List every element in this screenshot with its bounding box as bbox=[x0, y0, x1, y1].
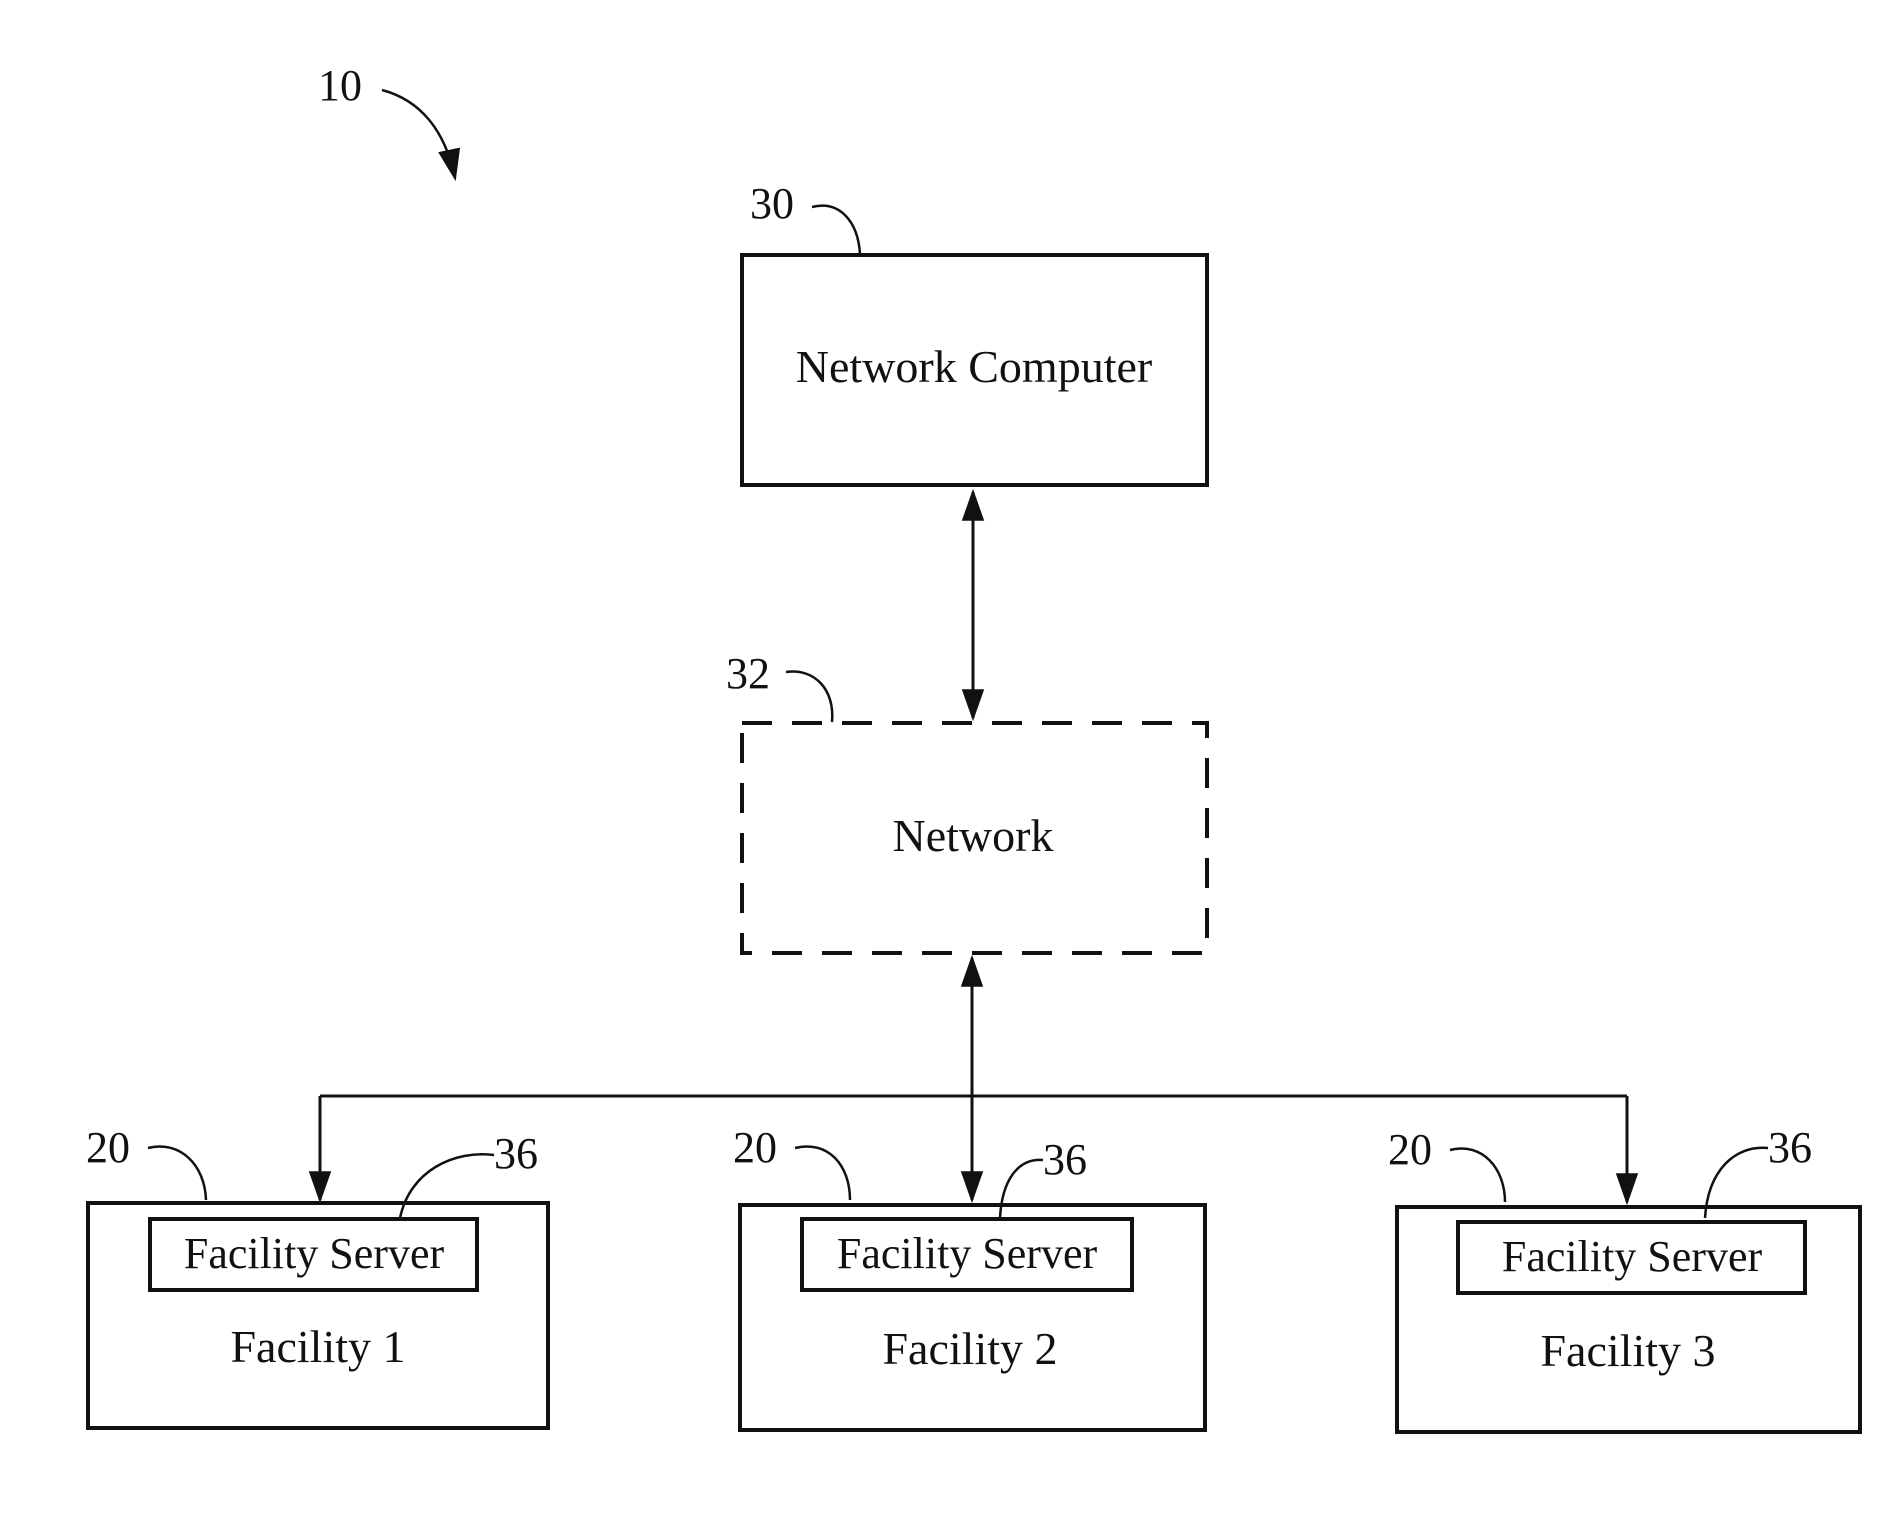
facility-3-leader bbox=[1450, 1149, 1505, 1202]
facility-1-label: Facility 1 bbox=[230, 1321, 405, 1372]
facility-2-server-ref: 36 bbox=[1043, 1135, 1087, 1184]
facility-3: 20 36 Facility Server Facility 3 bbox=[1388, 1123, 1860, 1432]
facility-3-server-ref: 36 bbox=[1768, 1123, 1812, 1172]
network-label: Network bbox=[893, 810, 1054, 861]
network-ref: 32 bbox=[726, 649, 770, 698]
facility-1-leader bbox=[148, 1147, 206, 1200]
network-computer-ref: 30 bbox=[750, 179, 794, 228]
facility-2-server-label: Facility Server bbox=[837, 1229, 1098, 1278]
facility-3-label: Facility 3 bbox=[1540, 1325, 1715, 1376]
facility-1: 20 36 Facility Server Facility 1 bbox=[86, 1123, 548, 1428]
facility-1-server-label: Facility Server bbox=[184, 1229, 445, 1278]
network-computer-leader bbox=[812, 206, 860, 254]
facility-2-server-leader bbox=[1000, 1160, 1043, 1218]
facility-1-server-ref: 36 bbox=[494, 1129, 538, 1178]
figure-ref-arrow bbox=[382, 90, 455, 178]
facility-3-server-label: Facility Server bbox=[1502, 1232, 1763, 1281]
facility-2-label: Facility 2 bbox=[882, 1323, 1057, 1374]
facility-3-ref: 20 bbox=[1388, 1125, 1432, 1174]
facility-2-ref: 20 bbox=[733, 1123, 777, 1172]
facility-2: 20 36 Facility Server Facility 2 bbox=[733, 1123, 1205, 1430]
facility-2-leader bbox=[795, 1147, 850, 1200]
network-leader bbox=[786, 672, 832, 722]
figure-ref-label: 10 bbox=[318, 61, 362, 110]
facility-1-server-leader bbox=[400, 1154, 494, 1218]
facility-1-ref: 20 bbox=[86, 1123, 130, 1172]
network-computer-label: Network Computer bbox=[796, 341, 1152, 392]
